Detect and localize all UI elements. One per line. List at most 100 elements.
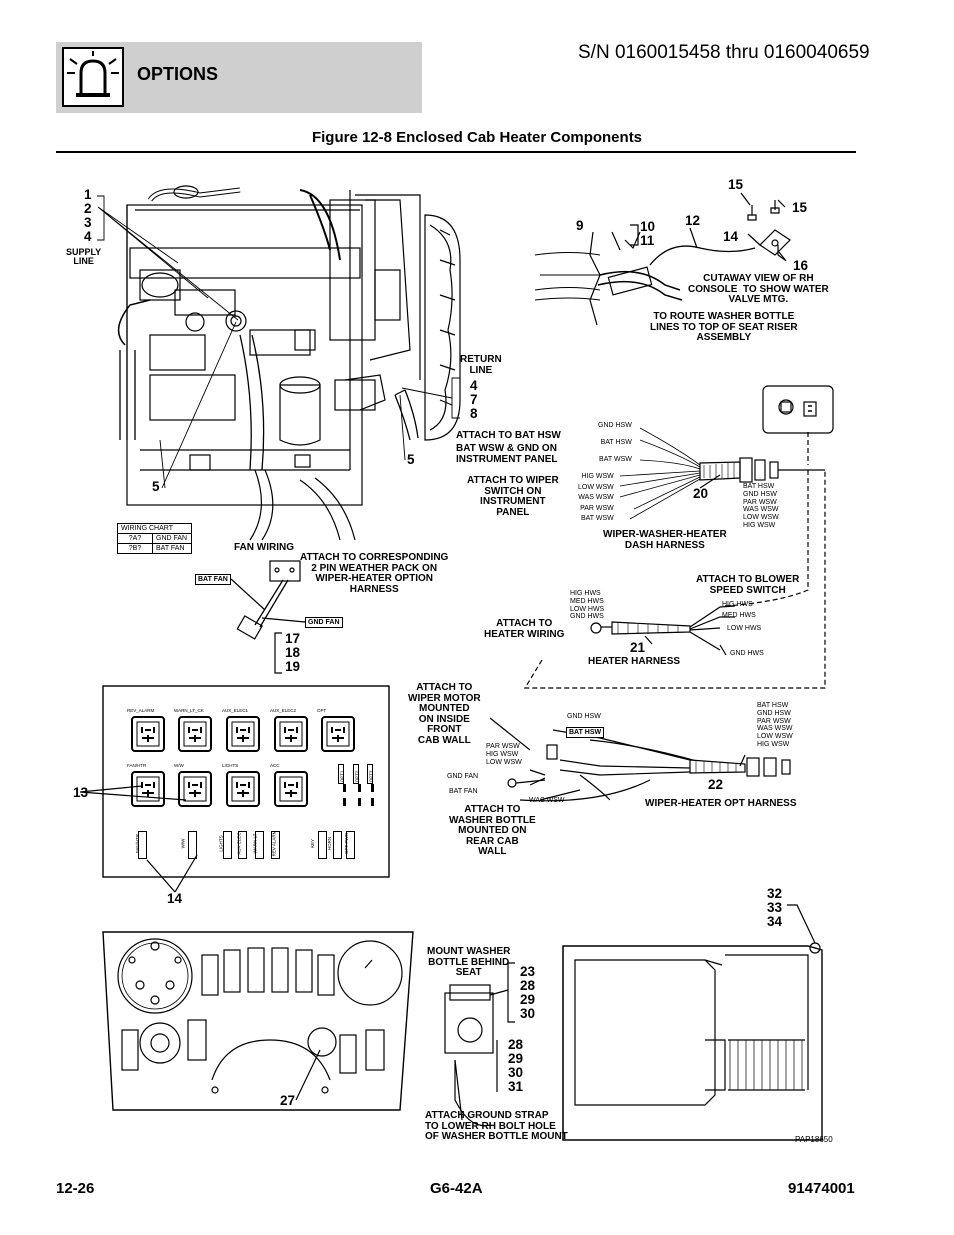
relay-socket bbox=[131, 716, 165, 752]
fuse-slot bbox=[238, 831, 247, 859]
figure-ref-code: PAP18650 bbox=[795, 1135, 833, 1144]
dashboard-panel-drawing bbox=[102, 931, 414, 1111]
heater-wire-med: MED HWS bbox=[722, 612, 756, 619]
terminal-slot bbox=[358, 784, 361, 792]
fan-wiring-drawing bbox=[230, 560, 306, 674]
attach-heater-wiring-label: ATTACH TO HEATER WIRING bbox=[484, 618, 565, 640]
opt-harness-label: WIPER-HEATER OPT HARNESS bbox=[645, 798, 797, 809]
relay-socket bbox=[226, 771, 260, 807]
attach-washer-bottle-label: ATTACH TO WASHER BOTTLE MOUNTED ON REAR … bbox=[449, 804, 536, 857]
opt-wire-bat-hsw: BAT HSW bbox=[566, 727, 605, 738]
callout-20: 20 bbox=[693, 486, 709, 501]
wiring-chart-title: WIRING CHART bbox=[117, 523, 192, 534]
bat-wsw-gnd-label: BAT WSW & GND ON INSTRUMENT PANEL bbox=[456, 443, 558, 465]
terminal-slot bbox=[358, 798, 361, 806]
route-washer-label: TO ROUTE WASHER BOTTLE LINES TO TOP OF S… bbox=[650, 311, 798, 343]
page-number: 12-26 bbox=[56, 1180, 95, 1197]
beacon-light-icon bbox=[62, 47, 124, 107]
wiring-chart-cell: GND FAN bbox=[152, 533, 192, 544]
opt-wire-gnd-fan: GND FAN bbox=[447, 773, 479, 780]
dash-wire-tags-bottom: HIG WSW LOW WSW WAS WSW PAR WSW BAT WSW bbox=[578, 473, 614, 522]
fuse-label: WARN LT bbox=[252, 833, 258, 854]
callout-1-2-3-4: 1 2 3 4 bbox=[84, 187, 92, 244]
header-rule bbox=[56, 151, 856, 153]
callout-5-right: 5 bbox=[407, 452, 415, 467]
terminal-slot bbox=[343, 784, 346, 792]
terminal-slot bbox=[343, 798, 346, 806]
callout-22: 22 bbox=[708, 777, 724, 792]
heater-box-drawing bbox=[562, 904, 823, 1141]
wiring-chart: WIRING CHART ?A? GND FAN ?B? BAT FAN bbox=[117, 523, 192, 554]
opt-slot bbox=[367, 764, 373, 784]
wiring-chart-cell: BAT FAN bbox=[152, 543, 192, 554]
dash-wire-tags-top: GND HSW BAT HSW BAT WSW bbox=[598, 422, 632, 463]
serial-range: S/N 0160015458 thru 0160040659 bbox=[578, 42, 870, 63]
relay-label: AUX_ELEC1 bbox=[222, 708, 249, 713]
heater-wire-gnd: GND HWS bbox=[730, 650, 764, 657]
callout-10-11: 10 11 bbox=[640, 219, 656, 248]
washer-bottle-drawing bbox=[444, 962, 515, 1127]
callout-17-18-19: 17 18 19 bbox=[285, 631, 301, 674]
fuse-slot bbox=[346, 831, 355, 859]
relay-socket bbox=[321, 716, 355, 752]
water-valve-cutaway bbox=[534, 192, 791, 326]
dash-harness-drawing bbox=[619, 427, 825, 520]
callout-14-bottom: 14 bbox=[167, 891, 183, 906]
callout-16: 16 bbox=[793, 258, 809, 273]
relay-socket bbox=[226, 716, 260, 752]
heater-harness-label: HEATER HARNESS bbox=[588, 656, 681, 667]
callout-14-top: 14 bbox=[723, 229, 739, 244]
model-number: G6-42A bbox=[430, 1180, 483, 1197]
opt-wire-gnd-hsw: GND HSW bbox=[567, 713, 601, 720]
wiring-chart-cell: ?B? bbox=[117, 543, 153, 554]
relay-label: LIGHTS bbox=[222, 763, 239, 768]
callout-5-left: 5 bbox=[152, 479, 160, 494]
fuse-label: AUX ELEC bbox=[236, 832, 242, 855]
relay-socket bbox=[178, 716, 212, 752]
callout-12: 12 bbox=[685, 213, 701, 228]
fan-wire-bat: BAT FAN bbox=[195, 574, 231, 585]
attach-wiper-switch-label: ATTACH TO WIPER SWITCH ON INSTRUMENT PAN… bbox=[467, 475, 559, 518]
heater-wire-tags-left: HIG HWS MED HWS LOW HWS GND HWS bbox=[570, 590, 605, 621]
relay-socket bbox=[178, 771, 212, 807]
fuse-label: REV ALARM bbox=[271, 830, 277, 857]
relay-socket bbox=[274, 716, 308, 752]
callout-28-29-30-31: 28 29 30 31 bbox=[508, 1037, 524, 1094]
opt-slot bbox=[338, 764, 344, 784]
callout-15-left: 15 bbox=[728, 177, 744, 192]
document-number: 91474001 bbox=[788, 1180, 855, 1197]
callout-27: 27 bbox=[280, 1093, 296, 1108]
dash-harness-label: WIPER-WASHER-HEATER DASH HARNESS bbox=[603, 529, 727, 551]
opt-wire-par-hig-low: PAR WSW HIG WSW LOW WSW bbox=[486, 743, 522, 766]
fuse-label: OPT PWR bbox=[343, 833, 349, 854]
callout-23-28-29-30: 23 28 29 30 bbox=[520, 964, 536, 1021]
table-row: ?B? BAT FAN bbox=[117, 543, 192, 554]
relay-label: W/W bbox=[174, 763, 184, 768]
figure-title: Figure 12-8 Enclosed Cab Heater Componen… bbox=[311, 129, 643, 146]
wiring-chart-cell: ?A? bbox=[117, 533, 153, 544]
opt-wire-was-wsw: WAS WSW bbox=[529, 797, 565, 804]
fuse-slot bbox=[223, 831, 232, 859]
fuse-slot bbox=[271, 831, 280, 859]
relay-label: REV_ALARM bbox=[127, 708, 155, 713]
terminal-slot bbox=[371, 798, 374, 806]
fuse-slot bbox=[138, 831, 147, 859]
fuse-slot bbox=[255, 831, 264, 859]
callout-9: 9 bbox=[576, 218, 584, 233]
callout-4-7-8: 4 7 8 bbox=[470, 378, 478, 421]
callout-13: 13 bbox=[73, 785, 89, 800]
dash-wire-tags-right: BAT HSW GND HSW PAR WSW WAS WSW LOW WSW … bbox=[743, 483, 779, 529]
engine-assembly bbox=[117, 185, 461, 541]
section-title: OPTIONS bbox=[137, 64, 219, 84]
fuse-label: KEY bbox=[310, 838, 316, 849]
fuse-label: LIGHTS bbox=[218, 835, 224, 852]
attach-bat-hsw-label: ATTACH TO BAT HSW bbox=[456, 430, 561, 441]
callout-15-right: 15 bbox=[792, 200, 808, 215]
fuse-slot bbox=[188, 831, 197, 859]
fuse-label: FAN/HTR bbox=[135, 833, 141, 854]
fan-wire-gnd: GND FAN bbox=[305, 617, 343, 628]
callout-32-33-34: 32 33 34 bbox=[767, 886, 783, 929]
attach-blower-label: ATTACH TO BLOWER SPEED SWITCH bbox=[696, 574, 800, 596]
